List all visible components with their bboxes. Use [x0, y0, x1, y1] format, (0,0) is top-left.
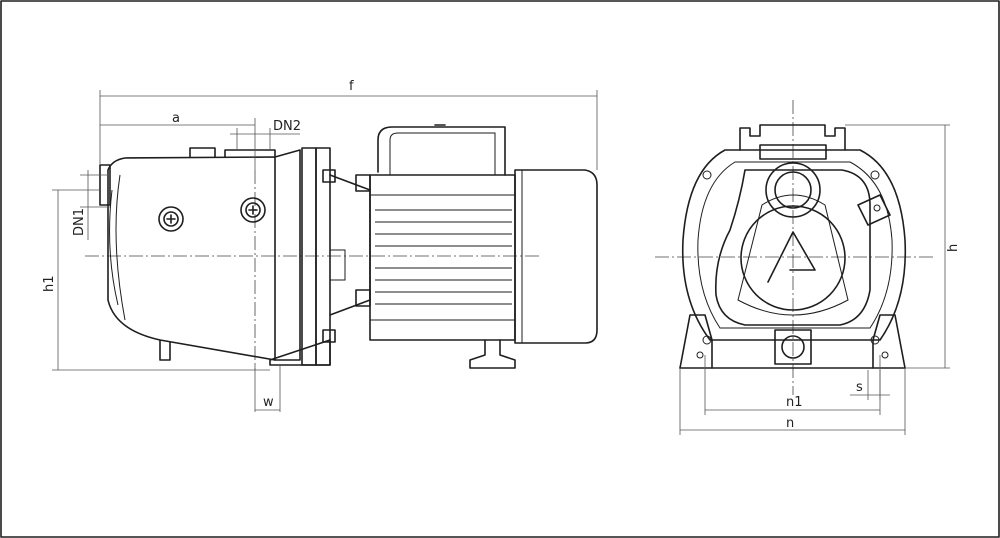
casing-contour	[115, 174, 126, 321]
drain-boss	[774, 329, 812, 365]
front-casing	[681, 149, 907, 341]
foot-right	[872, 314, 906, 369]
casing-bolt-br	[870, 335, 880, 345]
adapter-seal	[330, 249, 346, 281]
base-bracket	[269, 339, 331, 366]
foot-left	[679, 314, 713, 369]
outlet-port-bore	[774, 171, 812, 209]
impeller-hub	[740, 205, 846, 311]
bolt-bottom	[322, 329, 336, 343]
outlet-top	[739, 124, 846, 151]
bolt-top	[322, 169, 336, 183]
casing-bolt-tr	[870, 170, 880, 180]
brand-logo-icon	[767, 231, 816, 283]
fan-cover	[514, 169, 598, 344]
label-dn1: DN1	[72, 208, 87, 236]
outlet-boss	[189, 147, 216, 158]
label-dn2: DN2	[273, 119, 301, 134]
front-dimensions: h n1 n s	[679, 124, 961, 435]
triangle-rib	[714, 169, 871, 326]
outlet-port	[765, 162, 821, 218]
label-h: h	[946, 244, 961, 252]
label-s: s	[856, 380, 863, 395]
label-n1: n1	[786, 395, 803, 410]
label-w: w	[263, 395, 274, 410]
label-f: f	[349, 79, 354, 94]
flange-ring	[301, 147, 317, 366]
front-view	[655, 100, 935, 395]
flange-plate	[274, 149, 301, 361]
adapter-bolt-bottom	[355, 289, 371, 307]
front-casing-inner	[697, 161, 893, 329]
terminal-box-inner	[389, 132, 496, 175]
motor-body	[369, 174, 516, 341]
adapter-cone	[329, 174, 371, 316]
side-plug	[857, 194, 891, 226]
label-h1: h1	[42, 275, 57, 292]
casing-bolt-tl	[702, 170, 712, 180]
outlet-flange	[224, 149, 276, 158]
outlet-neck	[759, 144, 827, 160]
pump-casing	[107, 156, 276, 361]
label-a: a	[172, 111, 180, 126]
casing-foot	[159, 339, 171, 361]
casing-bolt-bl	[702, 335, 712, 345]
drain-plug-front	[158, 206, 184, 232]
side-view	[85, 124, 598, 370]
cooling-fins	[375, 209, 512, 305]
motor-foot	[469, 339, 516, 369]
label-n: n	[786, 416, 794, 431]
drain-plug-rear	[240, 197, 266, 223]
terminal-box	[377, 126, 506, 176]
drain-plug	[781, 335, 805, 359]
casing-edge	[109, 189, 119, 306]
triangle-inner	[737, 194, 849, 316]
side-dimensions: f a DN2 DN1 h1 w	[42, 79, 598, 412]
inlet-stub	[99, 164, 111, 206]
